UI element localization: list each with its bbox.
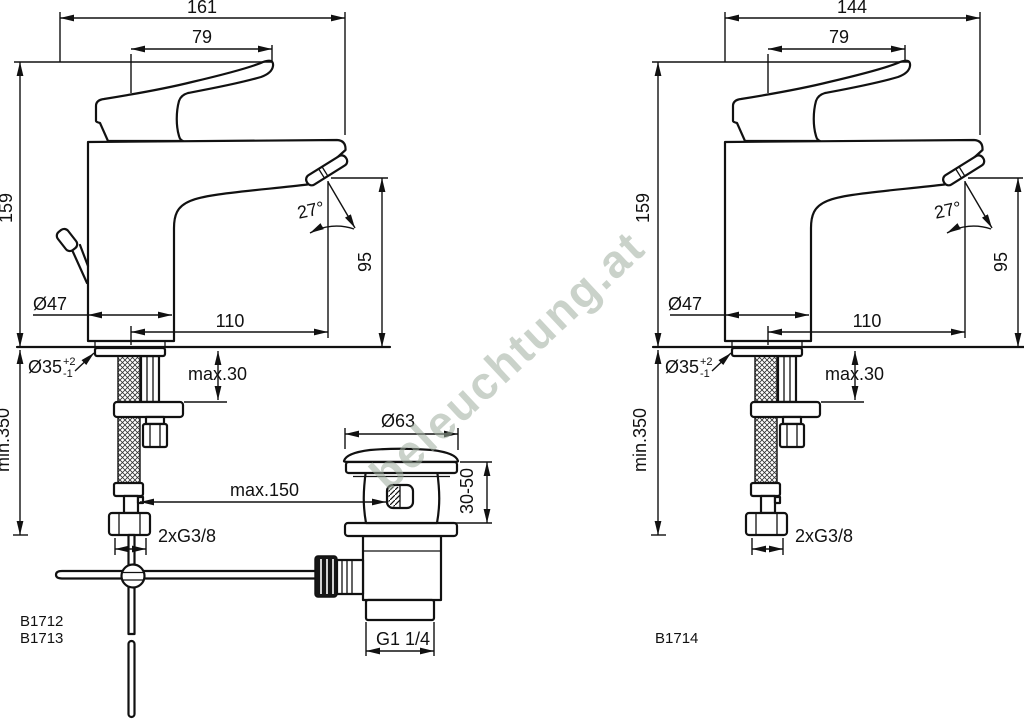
dim-body-diameter-left: Ø47 [33, 294, 67, 314]
popup-rod [54, 533, 315, 719]
left-view: 161 79 159 min.350 Ø47 110 27° 95 Ø35 +2 [0, 0, 492, 719]
dim-hole-tol-minus-left: -1 [63, 368, 73, 380]
dim-hose-length-right: min.350 [630, 408, 650, 472]
watermark: beleuchtung.at [359, 220, 654, 500]
dim-outlet-height-left: 95 [355, 252, 375, 272]
dim-height-left: 159 [0, 193, 16, 223]
dim-body-diameter-right: Ø47 [668, 294, 702, 314]
right-view: 144 79 159 min.350 Ø47 110 27° 95 Ø35 +2 [630, 0, 1024, 647]
dim-hole-diameter-left: Ø35 [28, 357, 62, 377]
left-dimensions: 161 79 159 min.350 Ø47 110 27° 95 Ø35 +2 [0, 0, 492, 656]
dim-hole-tol-plus-right: +2 [700, 356, 713, 368]
dim-hose-length-left: min.350 [0, 408, 13, 472]
dim-hole-tol-plus-left: +2 [63, 356, 76, 368]
dim-hole-diameter-right: Ø35 [665, 357, 699, 377]
dim-supply-thread-right: 2xG3/8 [795, 526, 853, 546]
dim-spout-angle-right: 27° [932, 198, 963, 223]
waste-assembly [314, 447, 460, 622]
model-code-3: B1714 [655, 630, 698, 647]
dim-outlet-height-right: 95 [991, 252, 1011, 272]
dim-rod-reach-left: max.150 [230, 480, 299, 500]
dim-height-right: 159 [633, 193, 653, 223]
side-lever [55, 227, 90, 285]
dim-waste-adjust-left: 30-50 [457, 468, 477, 514]
dim-spout-reach-left: 110 [216, 311, 245, 331]
dim-supply-thread-left: 2xG3/8 [158, 526, 216, 546]
right-dimensions: 144 79 159 min.350 Ø47 110 27° 95 Ø35 +2 [630, 0, 1023, 647]
dim-overall-width-left: 161 [187, 0, 217, 17]
dim-waste-flange-diameter-left: Ø63 [381, 411, 415, 431]
dim-waste-thread-left: G1 1/4 [376, 629, 430, 649]
dim-overall-width-right: 144 [837, 0, 867, 17]
dim-spout-angle-left: 27° [295, 198, 326, 223]
dim-spout-reach-right: 110 [853, 311, 882, 331]
dim-handle-length-right: 79 [829, 27, 849, 47]
dim-hole-tol-minus-right: -1 [700, 368, 710, 380]
model-code-1: B1712 [20, 613, 63, 630]
dim-handle-length-left: 79 [192, 27, 212, 47]
model-code-2: B1713 [20, 630, 63, 647]
